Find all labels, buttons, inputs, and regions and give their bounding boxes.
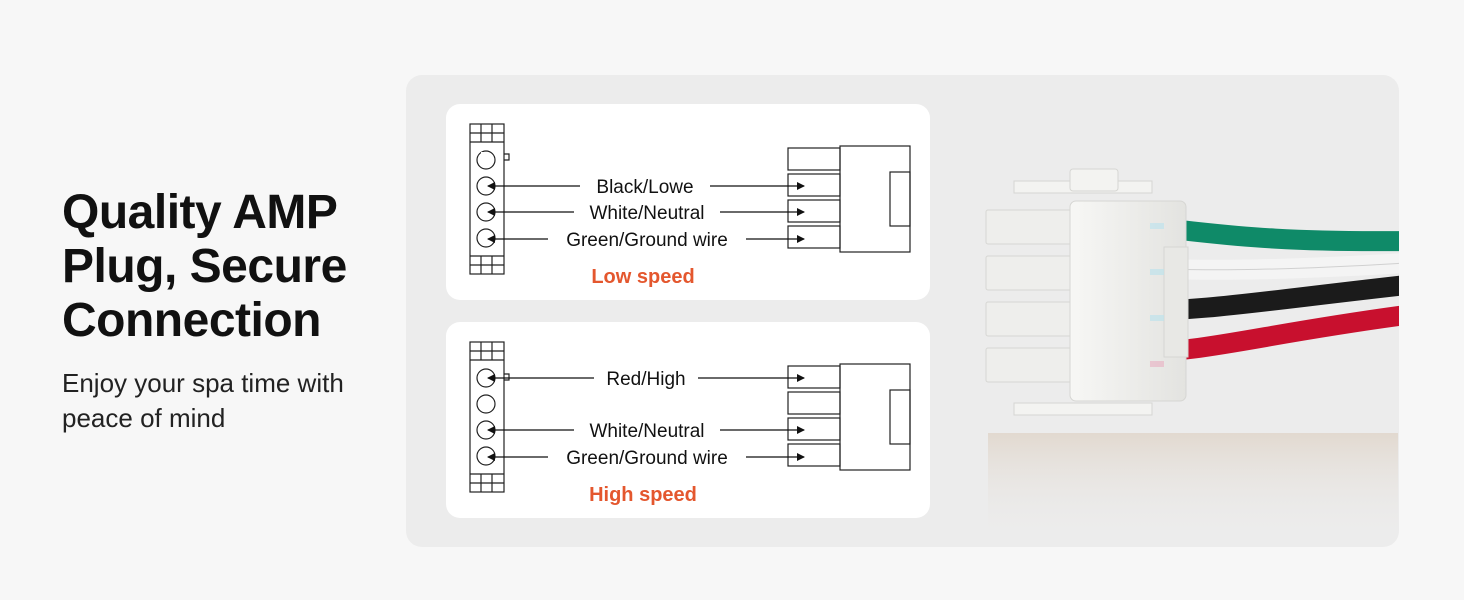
high-wire-label-1: Red/High	[606, 369, 685, 390]
plug-latches	[1013, 168, 1153, 416]
plug-pins	[985, 209, 1079, 383]
high-wire-arrows	[487, 374, 805, 461]
diagram-panel: Black/Lowe White/Neutral Green/Ground wi…	[406, 75, 1399, 547]
high-wire-label-3: Green/Ground wire	[566, 448, 728, 469]
subtitle-line-1: Enjoy your spa time with	[62, 368, 344, 398]
subtitle: Enjoy your spa time with peace of mind	[62, 366, 392, 436]
low-speed-label: Low speed	[591, 266, 694, 288]
plug-pin-highlights	[1150, 223, 1164, 321]
headline-line-1: Quality AMP	[62, 186, 338, 239]
subtitle-line-2: peace of mind	[62, 403, 226, 433]
low-wire-label-2: White/Neutral	[589, 203, 704, 224]
low-speed-card: Black/Lowe White/Neutral Green/Ground wi…	[446, 104, 930, 300]
plug-side-rib	[1163, 246, 1189, 358]
low-wire-arrows	[487, 182, 805, 243]
low-wire-label-3: Green/Ground wire	[566, 230, 728, 251]
amp-plug-photo	[985, 168, 1399, 535]
high-speed-label: High speed	[589, 484, 697, 506]
headline-line-2: Plug, Secure	[62, 240, 347, 293]
high-left-connector-icon	[469, 341, 510, 493]
high-speed-card: Red/High White/Neutral Green/Ground wire…	[446, 322, 930, 518]
low-wire-label-1: Black/Lowe	[596, 177, 693, 198]
high-speed-diagram: Red/High White/Neutral Green/Ground wire…	[469, 341, 911, 506]
high-right-connector-icon	[787, 363, 911, 471]
low-left-connector-icon	[469, 123, 510, 275]
high-wire-label-2: White/Neutral	[589, 421, 704, 442]
low-right-connector-icon	[787, 145, 911, 253]
headline: Quality AMP Plug, Secure Connection	[62, 186, 402, 348]
low-speed-diagram: Black/Lowe White/Neutral Green/Ground wi…	[469, 123, 911, 288]
headline-line-3: Connection	[62, 294, 321, 347]
